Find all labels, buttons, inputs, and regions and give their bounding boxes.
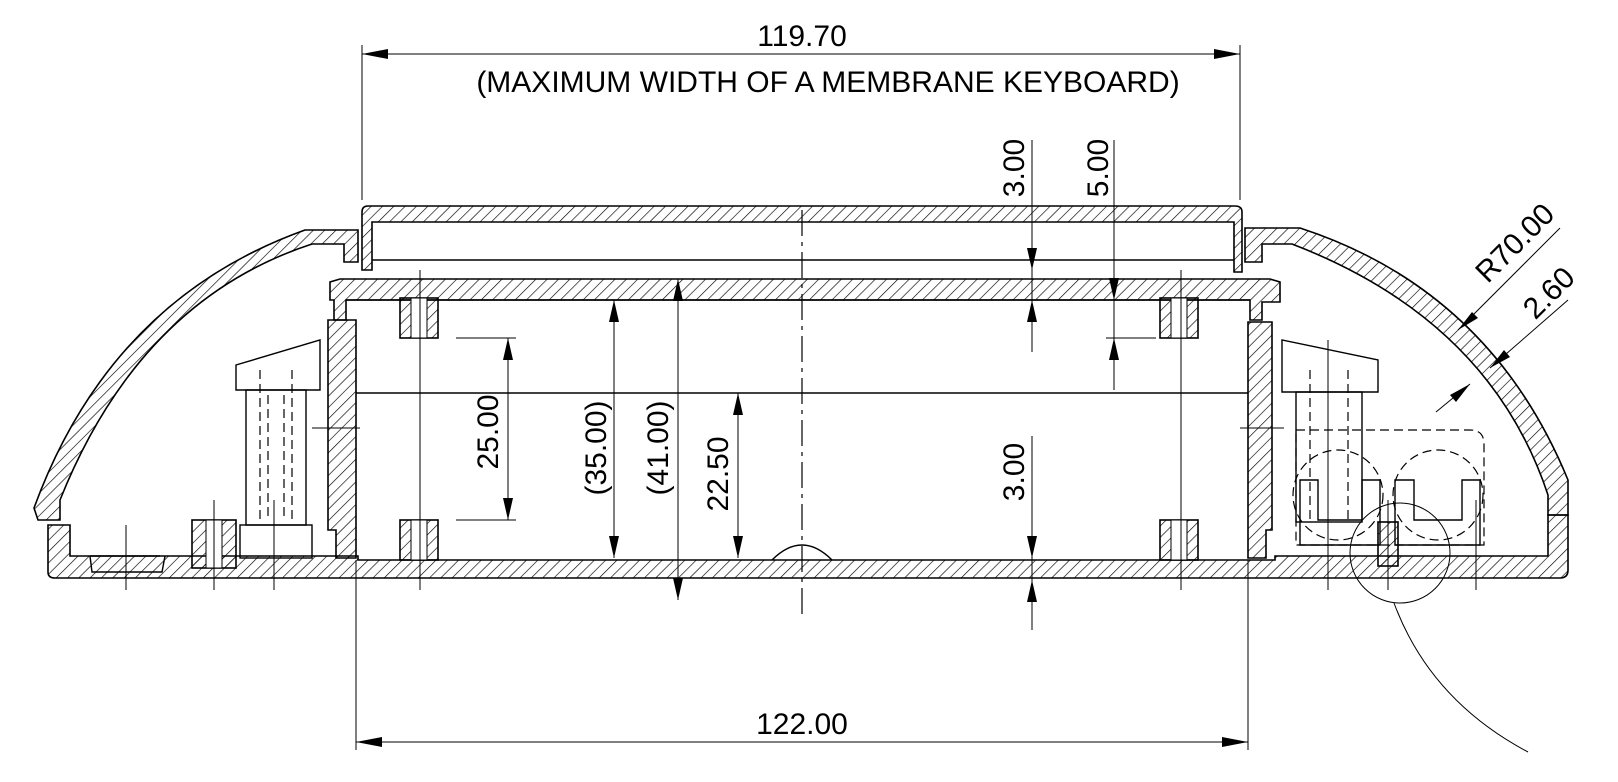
inner-walls xyxy=(327,319,1273,559)
top-offset-value: 5.00 xyxy=(1082,139,1115,197)
floor-thickness-value: 3.00 xyxy=(998,443,1031,501)
top-width-note: (MAXIMUM WIDTH OF A MEMBRANE KEYBOARD) xyxy=(476,66,1179,99)
dim-floor-thickness: 3.00 xyxy=(998,436,1037,630)
dim-pcb-height: 22.50 xyxy=(702,393,743,558)
ref-35-value: (35.00) xyxy=(580,400,613,495)
upper-frame xyxy=(329,278,1281,321)
pcb-height-value: 22.50 xyxy=(702,436,735,511)
dim-top-width: 119.70 (MAXIMUM WIDTH OF A MEMBRANE KEYB… xyxy=(361,20,1241,200)
ref-41-value: (41.00) xyxy=(642,400,675,495)
top-width-value: 119.70 xyxy=(757,20,847,53)
dim-inner-height: 25.00 xyxy=(456,337,516,521)
right-screw-post xyxy=(1281,339,1379,523)
detail-callout xyxy=(1349,502,1529,753)
inner-height-value: 25.00 xyxy=(472,394,505,469)
cover-recess-value: 3.00 xyxy=(998,139,1031,197)
datum-lines xyxy=(125,270,1477,590)
base-plate xyxy=(47,514,1569,579)
dim-cover-recess: 3.00 xyxy=(998,139,1037,352)
standoffs xyxy=(191,297,1199,569)
dim-top-offset: 5.00 xyxy=(1082,139,1156,390)
left-screw-post xyxy=(235,339,321,559)
right-dome-shell xyxy=(1244,227,1569,516)
wall-thickness-value: 2.60 xyxy=(1517,261,1582,326)
center-arc xyxy=(771,544,833,561)
dim-bottom-width: 122.00 xyxy=(355,560,1249,750)
left-dome-shell xyxy=(33,229,359,521)
bottom-width-value: 122.00 xyxy=(756,708,848,741)
dim-ref-41: (41.00) xyxy=(642,279,683,600)
dim-ref-35: (35.00) xyxy=(580,300,619,558)
